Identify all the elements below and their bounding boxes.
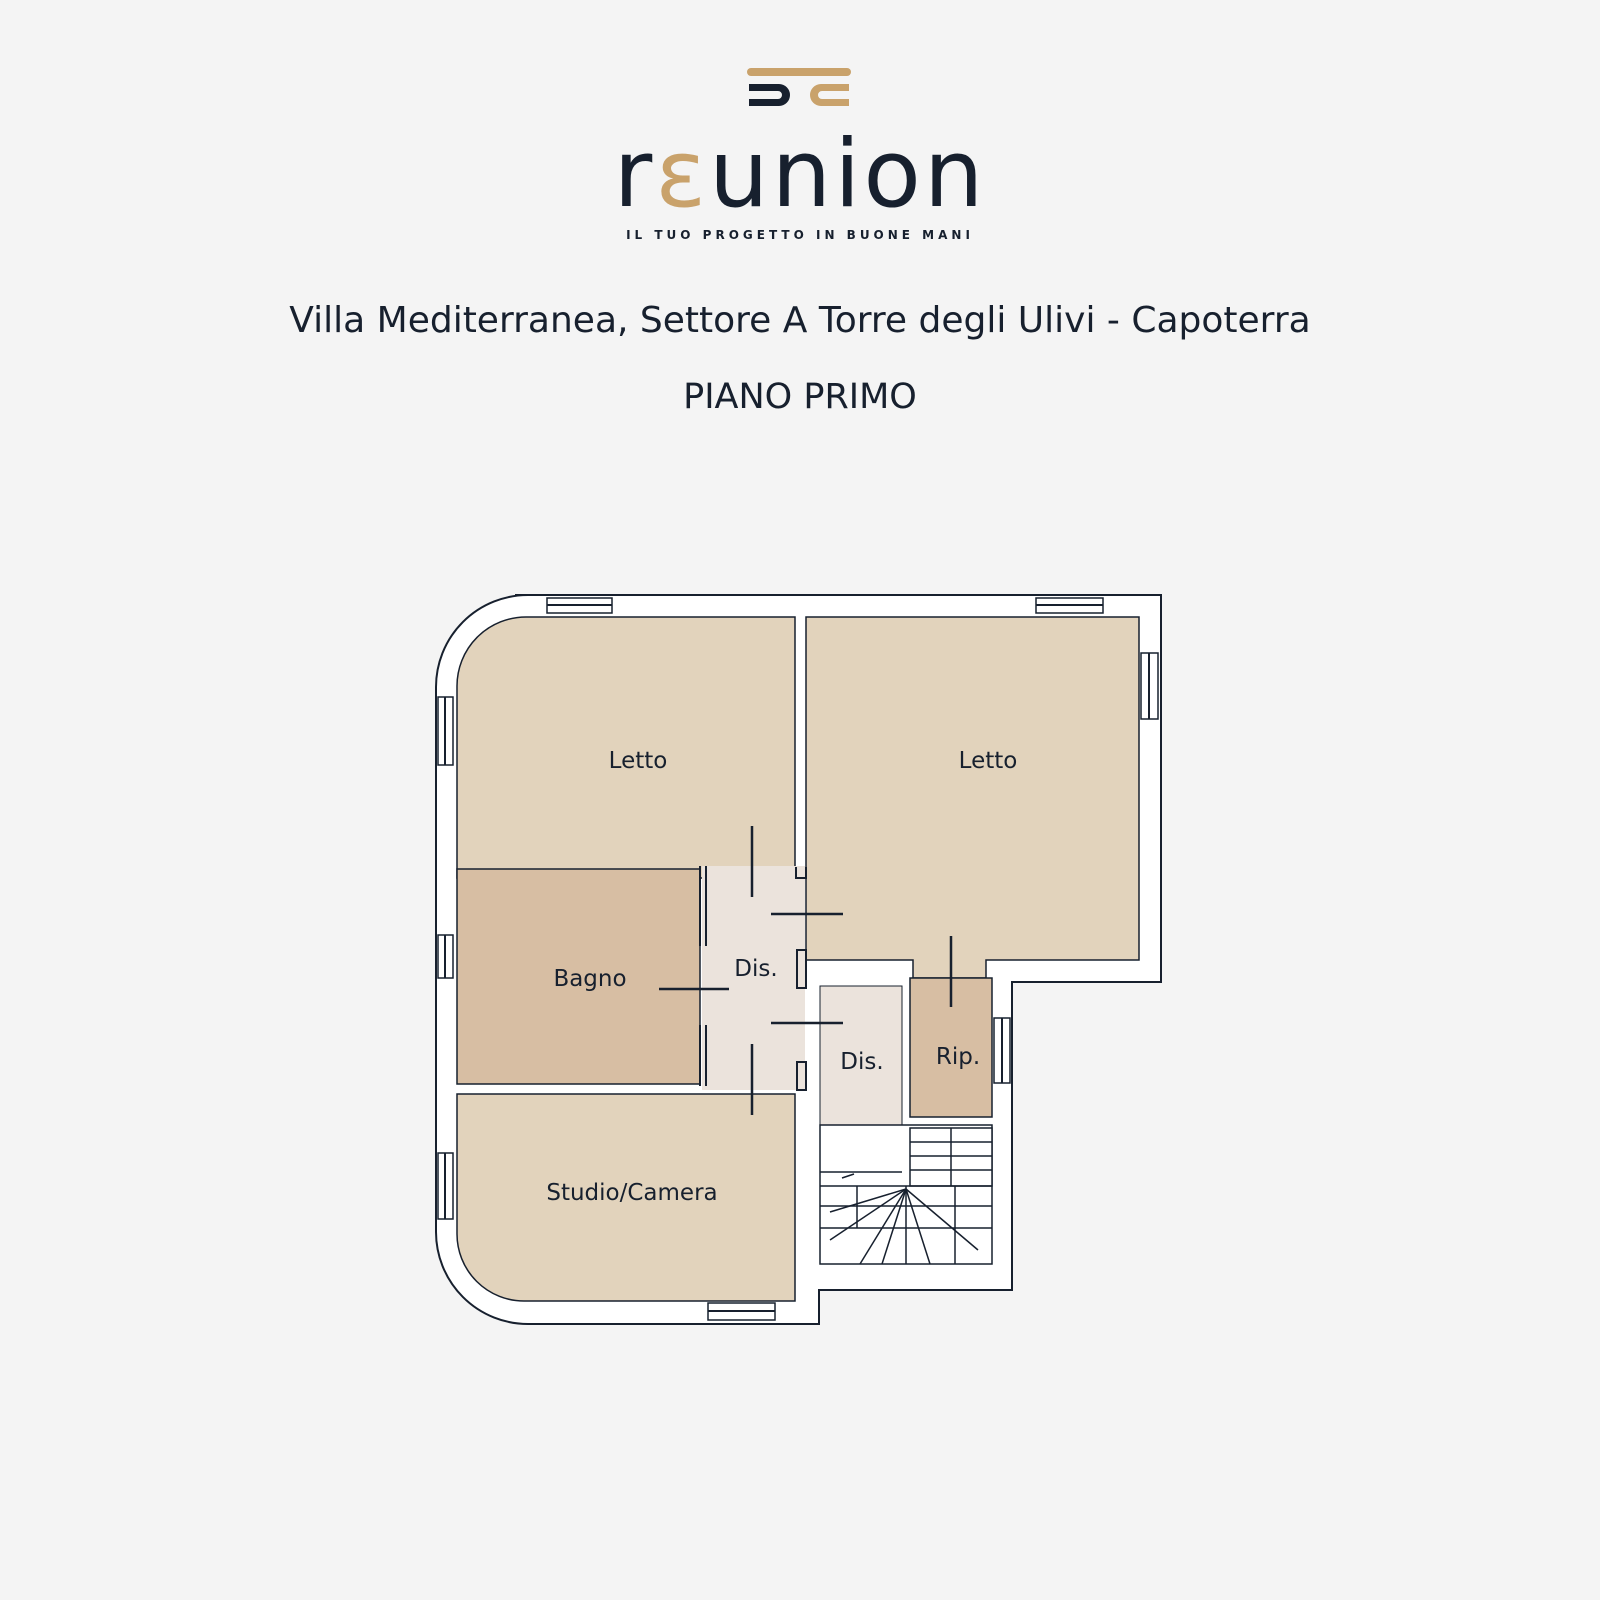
room-letto-nw — [456, 616, 796, 879]
floor-title: PIANO PRIMO — [683, 377, 917, 417]
brand-tagline: IL TUO PROGETTO IN BUONE MANI — [626, 228, 974, 242]
interior-walls — [699, 866, 807, 1091]
room-label-dis-1: Dis. — [734, 956, 777, 982]
room-label-rip: Rip. — [936, 1044, 980, 1070]
reunion-logo-icon — [747, 68, 851, 106]
room-label-dis-2: Dis. — [840, 1049, 883, 1075]
window-sashes — [444, 604, 1150, 1312]
room-label-bagno: Bagno — [553, 966, 626, 992]
room-letto-ne — [805, 616, 1140, 979]
room-label-letto-ne: Letto — [959, 748, 1018, 774]
room-dis-1 — [702, 866, 805, 1090]
brand-name-prefix: r — [613, 120, 656, 229]
room-bagno — [456, 868, 701, 1085]
door-lines — [659, 826, 953, 1115]
room-studio — [456, 1093, 796, 1302]
page-title: Villa Mediterranea, Settore A Torre degl… — [289, 300, 1311, 341]
room-label-studio: Studio/Camera — [546, 1180, 717, 1206]
brand-name-mark: ε — [655, 120, 710, 229]
room-label-letto-nw: Letto — [609, 748, 668, 774]
brand-wordmark: rεunion — [0, 128, 1600, 222]
staircase — [819, 1124, 993, 1265]
brand-name-suffix: union — [709, 120, 987, 229]
